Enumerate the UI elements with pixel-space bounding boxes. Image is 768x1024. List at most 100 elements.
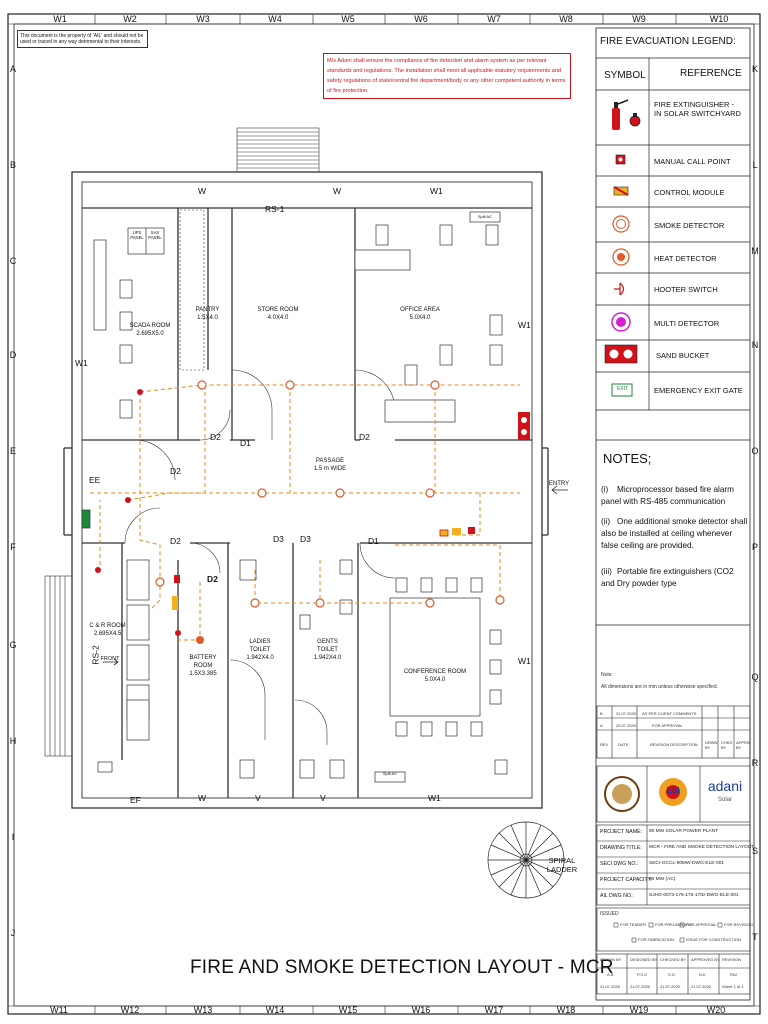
door-swings <box>124 369 396 745</box>
label-window-w1: W1 <box>518 656 531 666</box>
issued-option: FOR REVISION <box>724 922 753 927</box>
note-item: (ii)One additional smoke detector shall … <box>601 516 749 552</box>
esi-logo-text: ESI <box>666 786 680 795</box>
label-door-d3: D3 <box>300 534 311 544</box>
note-text: Portable fire extinguishers (CO2 and Dry… <box>601 567 734 588</box>
label-door-d2: D2 <box>207 574 218 584</box>
manual-call-point-icon <box>615 154 626 165</box>
grid-col-bottom: W11 <box>50 1005 68 1015</box>
legend-table <box>596 57 750 626</box>
grid-row-left: C <box>9 256 17 266</box>
sign-value: N.K <box>699 972 706 977</box>
sign-date: 21.07.2020 <box>630 984 651 989</box>
note-item: (iii)Portable fire extinguishers (CO2 an… <box>601 566 749 590</box>
note-text: One additional smoke detector shall also… <box>601 517 748 550</box>
label-door-d2: D2 <box>170 536 181 546</box>
grid-row-right: R <box>751 758 759 768</box>
legend-col-symbol: SYMBOL <box>604 70 646 81</box>
tb-field-label: PROJECT NAME: <box>600 829 642 835</box>
grid-row-left: H <box>9 736 17 746</box>
legend-item-label: SMOKE DETECTOR <box>654 221 725 230</box>
label-window-w1: W1 <box>430 186 443 196</box>
smoke-detector-icon <box>612 215 630 233</box>
windows <box>44 127 320 757</box>
label-door-d2: D2 <box>210 432 221 442</box>
legend-item-label: FIRE EXTINGUISHER - IN SOLAR SWITCHYARD <box>654 100 741 118</box>
issued-option: FOR FABRICATION <box>638 937 674 942</box>
issued-option: FOR PRELIMINARY <box>655 922 692 927</box>
rev-header: CHKD BY <box>721 740 733 750</box>
grid-col-top: W10 <box>709 14 729 24</box>
legend-symbols <box>604 99 641 397</box>
note-number: (i) <box>601 485 609 494</box>
note-item: (i)Microprocessor based fire alarm panel… <box>601 484 749 508</box>
client-logos <box>604 776 687 812</box>
multi-detector-icon <box>611 312 631 332</box>
label-ee: EE <box>89 475 101 485</box>
grid-col-top: W6 <box>414 14 428 24</box>
room-label-office: OFFICE AREA 5.0X4.0 <box>400 307 440 321</box>
grid-row-left: E <box>9 446 16 456</box>
dimension-note: All dimensions are in mm unless otherwis… <box>601 684 718 690</box>
grid-row-right: M <box>751 246 759 256</box>
grid-col-bottom: W17 <box>484 1005 504 1015</box>
tb-field-value: 90 MW (AC) <box>649 877 676 882</box>
legend-item-label: EMERGENCY EXIT GATE <box>654 386 743 395</box>
grid-row-left: B <box>9 160 16 170</box>
rev-date: 20.07.2020 <box>616 723 637 728</box>
rev-desc: FOR APPROVAL <box>652 723 683 728</box>
rev-cell: A <box>600 723 603 728</box>
issued-option: FOR APPROVAL <box>686 922 717 927</box>
label-entry: ENTRY <box>548 481 570 487</box>
furniture <box>81 211 508 783</box>
sign-value: A.B <box>607 972 614 977</box>
disclaimer-note: This document is the property of 'AIL' a… <box>17 30 148 48</box>
tb-field-value: SJHG-0073-176-175-17ID-DWG-ELE-001 <box>649 893 739 898</box>
room-label-conference: CONFERENCE ROOM 5.0X4.0 <box>403 669 467 683</box>
rev-header: APPRD BY <box>736 740 750 750</box>
legend-item-label: HOOTER SWITCH <box>654 285 718 294</box>
label-spiral-ladder: SPIRAL LADDER <box>546 856 578 874</box>
notes-title: NOTES; <box>603 451 652 466</box>
fire-extinguisher-icon <box>612 99 641 130</box>
label-ups-panel: UPS PANEL <box>130 230 144 240</box>
grid-row-left: G <box>9 640 17 650</box>
grid-row-left: A <box>9 64 16 74</box>
rev-header: REV <box>600 742 609 747</box>
plan-detectors <box>95 380 530 644</box>
sign-header: REVISION <box>722 957 742 962</box>
note-number: (ii) <box>601 517 611 526</box>
sign-header: CHECKED BY <box>660 957 687 962</box>
sign-date: 21.07.2020 <box>660 984 681 989</box>
grid-row-right: S <box>751 846 758 856</box>
rev-cell: B <box>600 711 603 716</box>
sign-date: 21.07.2020 <box>600 984 621 989</box>
tb-field-label: AIL DWG NO.: <box>600 893 634 899</box>
grid-col-bottom: W12 <box>120 1005 140 1015</box>
tb-field-value: MCR - FIRE AND SMOKE DETECTION LAYOUT <box>649 845 755 850</box>
issued-checkboxes <box>613 922 723 943</box>
label-rs1: RS-1 <box>265 204 285 214</box>
grid-col-top: W3 <box>196 14 210 24</box>
label-split-ac: Split AC <box>477 214 493 219</box>
label-door-d2: D2 <box>170 466 181 476</box>
room-label-store: STORE ROOM 4.0X4.0 <box>257 307 299 321</box>
grid-col-bottom: W18 <box>556 1005 576 1015</box>
legend-item-label: MULTI DETECTOR <box>654 319 720 328</box>
label-window-w1: W1 <box>428 793 441 803</box>
grid-row-right: Q <box>751 672 759 682</box>
label-split-ac: Split AC <box>382 771 398 776</box>
legend-title: FIRE EVACUATION LEGEND: <box>600 36 736 47</box>
room-label-battery: BATTERY ROOM 1.5X3.385 <box>189 655 217 677</box>
sign-date: Sheet 1 of 1 <box>722 984 744 989</box>
title-block <box>596 705 751 995</box>
rev-header: DRWN BY <box>705 740 718 750</box>
rev-header: REVISION DESCRIPTION <box>650 742 698 747</box>
label-window-w: W <box>198 793 207 803</box>
sign-header: DESIGNED BY <box>630 957 658 962</box>
grid-col-bottom: W15 <box>338 1005 358 1015</box>
label-door-d1: D1 <box>368 536 379 546</box>
room-label-pantry: PANTRY 1.5X4.0 <box>195 307 220 321</box>
